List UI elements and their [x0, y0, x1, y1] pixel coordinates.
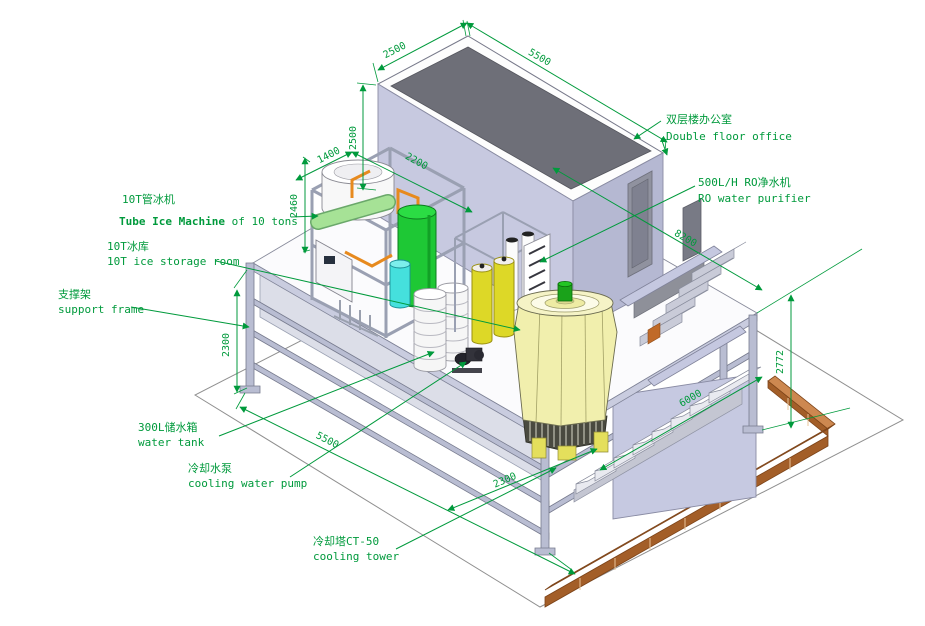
dim-roof-length: 5500 — [526, 47, 552, 69]
label-office-en: Double floor office — [666, 130, 792, 143]
cabinet-display — [324, 256, 335, 264]
dim-machine-height: 2460 — [289, 194, 300, 218]
manifold — [333, 300, 379, 337]
rear-doorway — [682, 198, 702, 262]
office-door-inner — [631, 178, 649, 269]
orange-block — [647, 322, 661, 345]
column-right — [748, 314, 758, 431]
label-water-tank-en: water tank — [138, 436, 205, 449]
dim-platform-height: 2772 — [775, 350, 786, 374]
yellow-cylinder-back — [493, 261, 515, 338]
leader-lines — [130, 120, 696, 550]
label-water-tank-zh: 300L储水箱 — [138, 420, 198, 434]
label-ro-purifier-en: RO water purifier — [698, 192, 811, 205]
label-cooling-tower-en: cooling tower — [313, 550, 399, 563]
control-cabinet — [315, 239, 353, 303]
label-tube-ice-en: Tube Ice Machine of 10 tons — [119, 215, 298, 228]
label-ro-purifier-zh: 500L/H RO净水机 — [698, 175, 791, 189]
label-office-zh: 双层楼办公室 — [666, 112, 732, 126]
label-ice-storage-en: 10T ice storage room — [107, 255, 240, 268]
dim-office-height: 2500 — [348, 126, 359, 150]
water-tanks — [413, 282, 469, 372]
dim-roof-depth: 2500 — [382, 40, 408, 61]
label-support-frame-zh: 支撑架 — [58, 287, 91, 301]
label-ice-storage-zh: 10T冰库 — [107, 240, 149, 253]
label-support-frame-en: support frame — [58, 303, 144, 316]
yellow-cylinder-front — [471, 268, 493, 345]
tower-body — [513, 302, 618, 427]
label-tube-ice-zh: 10T管冰机 — [122, 192, 175, 206]
dim-frame-height: 2300 — [221, 333, 232, 357]
ro-water-purifier — [454, 211, 551, 345]
annotation-labels: 双层楼办公室 Double floor office 500L/H RO净水机 … — [58, 112, 811, 563]
label-cooling-tower-zh: 冷却塔CT-50 — [313, 535, 379, 548]
label-cooling-pump-zh: 冷却水泵 — [188, 462, 232, 475]
label-cooling-pump-en: cooling water pump — [188, 477, 307, 490]
cooling-tower — [513, 280, 618, 461]
